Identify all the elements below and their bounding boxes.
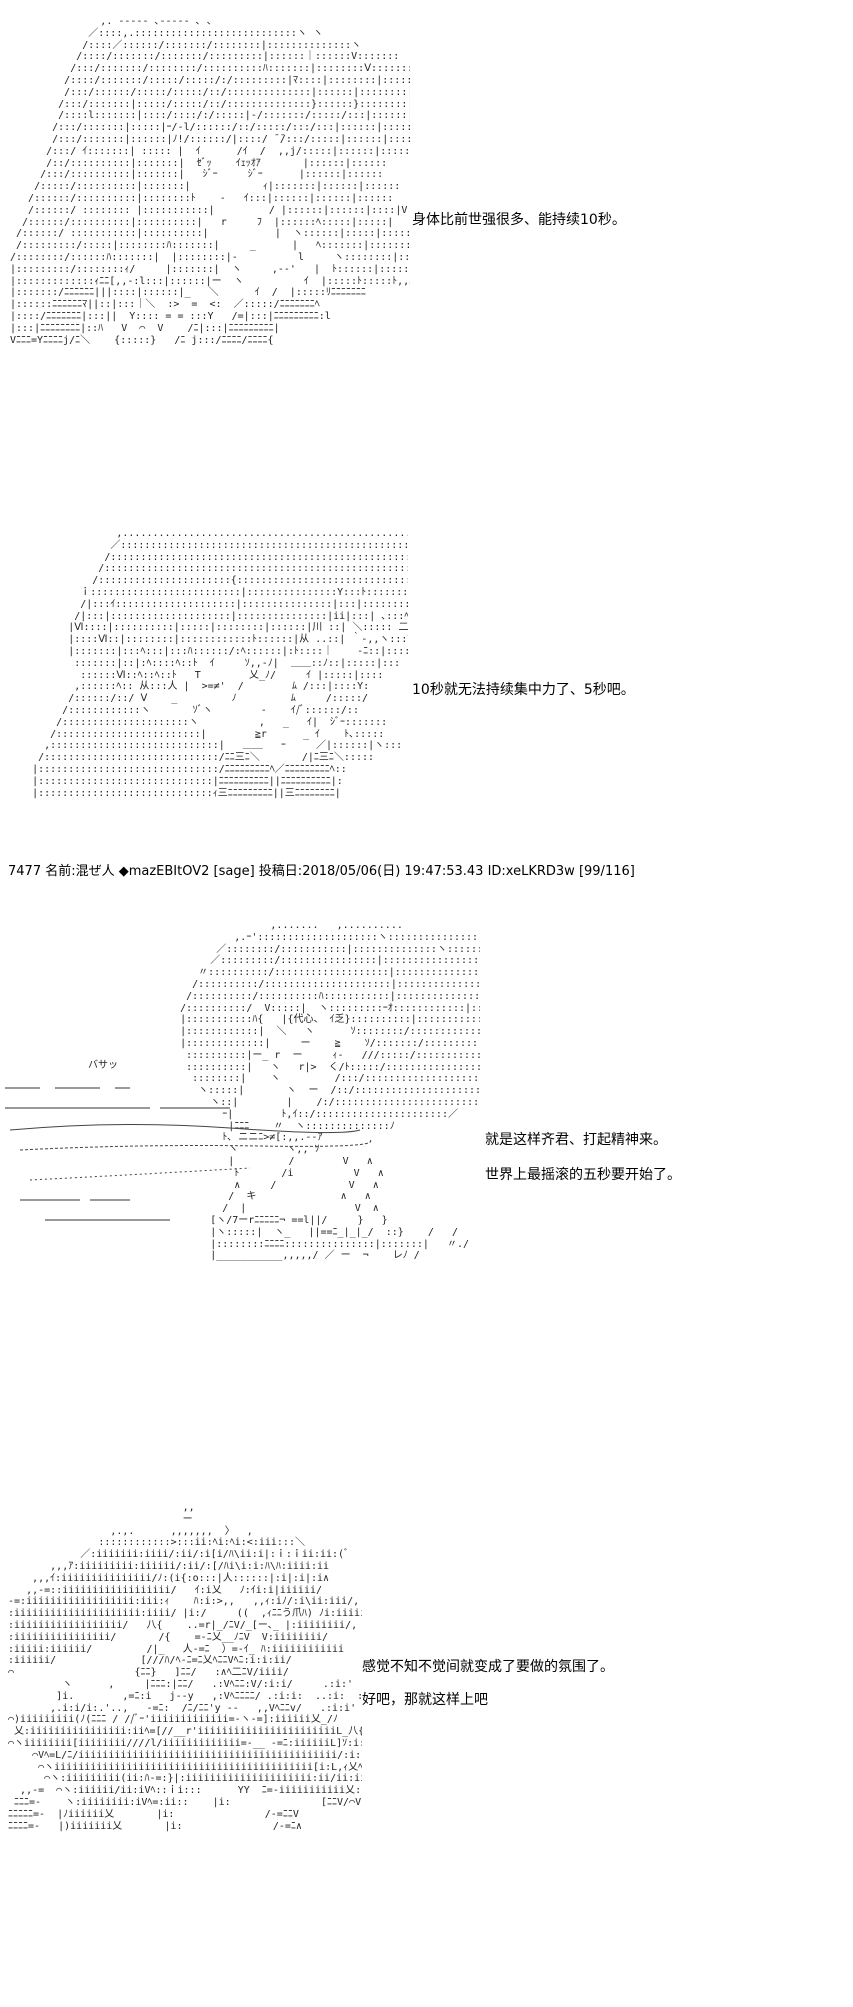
ascii-art-3: ,....... ,.......... ,.ｰ':::::::::::::::… [180,920,480,1262]
post-header: 7477 名前:混ぜ人 ◆mazEBItOV2 [sage] 投稿日:2018/… [8,864,635,879]
ascii-art-2: ,.......................................… [32,528,408,799]
ascii-art-4: ,, ー ,.,. ,,,,,,, 〉 , ::::::::::::>:::ii… [8,1502,362,1832]
caption-3b: 世界上最摇滚的五秒要开始了。 [485,1167,681,1183]
caption-3a: 就是这样齐君、打起精神来。 [485,1132,667,1148]
ascii-art-1: ,. -‐‐‐‐ ､‐‐‐‐‐ ､ 、 ／::::,.:::::::::::::… [10,16,410,346]
panel-3: ,....... ,.......... ,.ｰ':::::::::::::::… [0,890,853,1410]
sfx-bassa: バサッ [88,1060,118,1071]
swoosh-lines [5,1087,372,1221]
panel-4: ,, ー ,.,. ,,,,,,, 〉 , ::::::::::::>:::ii… [0,1480,853,2000]
panel-1: ,. -‐‐‐‐ ､‐‐‐‐‐ ､ 、 ／::::,.:::::::::::::… [0,0,853,450]
caption-4b: 好吧，那就这样上吧 [362,1692,488,1708]
caption-1: 身体比前世强很多、能持续10秒。 [412,212,626,228]
caption-2: 10秒就无法持续集中力了、5秒吧。 [412,682,635,698]
panel-2: ,.......................................… [0,450,853,850]
caption-4a: 感觉不知不觉间就变成了要做的氛围了。 [362,1659,614,1675]
